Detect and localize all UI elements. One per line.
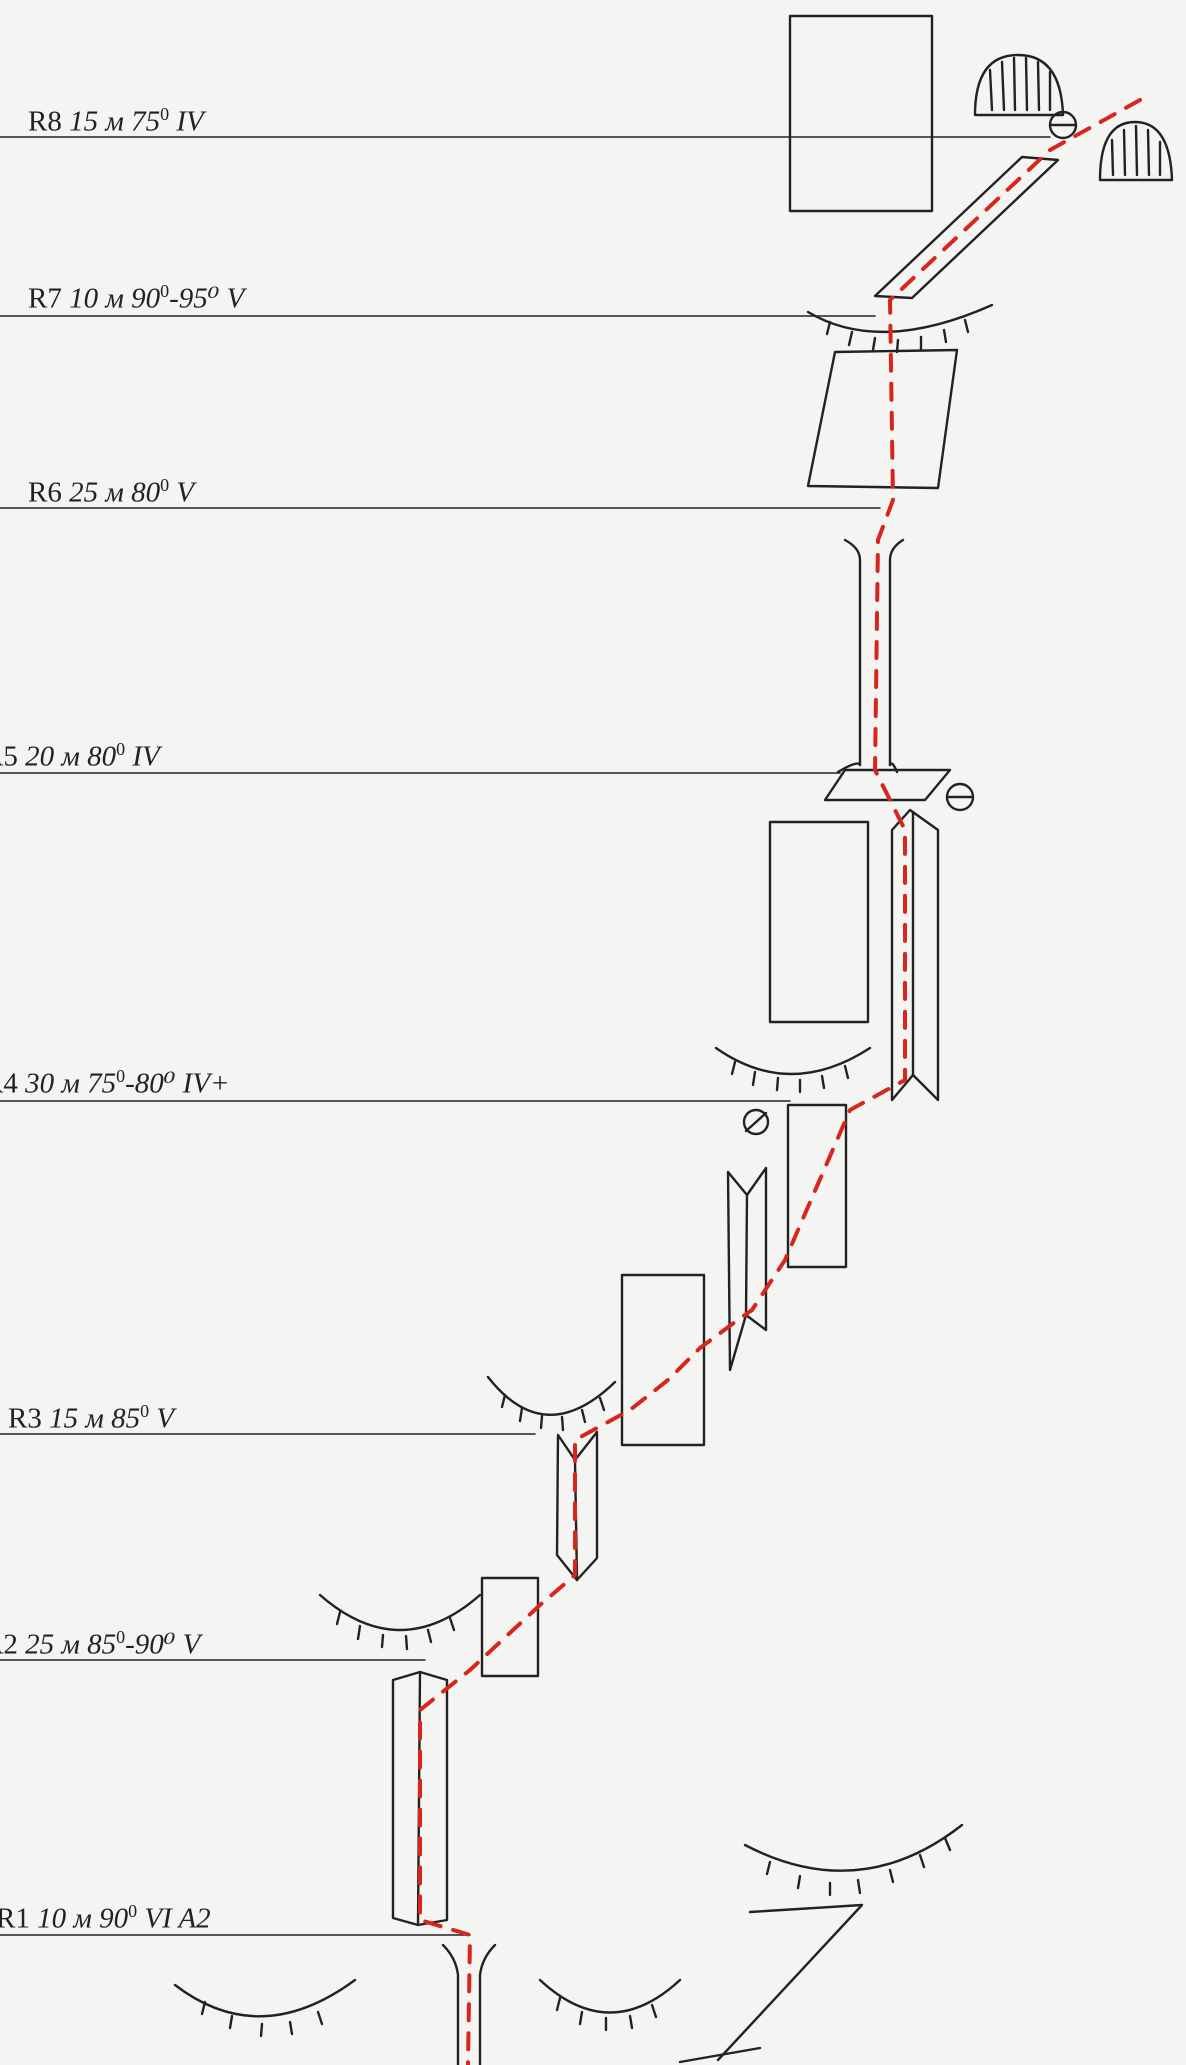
ledge-icon [173, 1978, 357, 2038]
ledge-icon [318, 1593, 482, 1651]
slab-icon [786, 1103, 848, 1269]
slab-icon [806, 348, 959, 490]
slab-icon [788, 14, 934, 213]
pitch-label-r2: R2 25 м 850-90⁰ V [0, 1627, 201, 1661]
ledge-icon [714, 1046, 872, 1094]
ledge-icon [743, 1823, 964, 1897]
ledge-icon [486, 1375, 617, 1432]
overhang-icon [973, 53, 1065, 117]
piton-icon [1048, 110, 1078, 140]
ramp-icon [873, 155, 1060, 300]
slab-icon [768, 820, 870, 1024]
pitch-label-r5: R5 20 м 800 IV [0, 739, 160, 773]
overhang-icon [1098, 120, 1174, 182]
ledge-icon [806, 303, 994, 354]
chimney-icon [836, 538, 905, 774]
belay-lines [0, 136, 1051, 1936]
pitch-label-r3: R3 15 м 850 V [8, 1401, 175, 1435]
pitch-label-r7: R7 10 м 900-95⁰ V [28, 281, 245, 315]
dihedral-icon [726, 1166, 768, 1372]
dihedral-icon [890, 808, 940, 1102]
chimney-icon [441, 1943, 497, 2065]
ledge-icon [823, 768, 952, 802]
piton-icon [945, 782, 975, 812]
piton-icon [742, 1108, 770, 1136]
slab-icon [480, 1576, 540, 1678]
pitch-label-r1: R1 10 м 900 VI A2 [0, 1901, 211, 1935]
route-line [418, 98, 1142, 2065]
pitch-label-r8: R8 15 м 750 IV [28, 104, 204, 138]
pitch-label-r4: R4 30 м 750-80⁰ IV+ [0, 1066, 230, 1100]
crack-icon [678, 1903, 864, 2064]
ledge-icon [538, 1978, 682, 2032]
pitch-label-r6: R6 25 м 800 V [28, 475, 195, 509]
slab-icon [620, 1273, 706, 1447]
